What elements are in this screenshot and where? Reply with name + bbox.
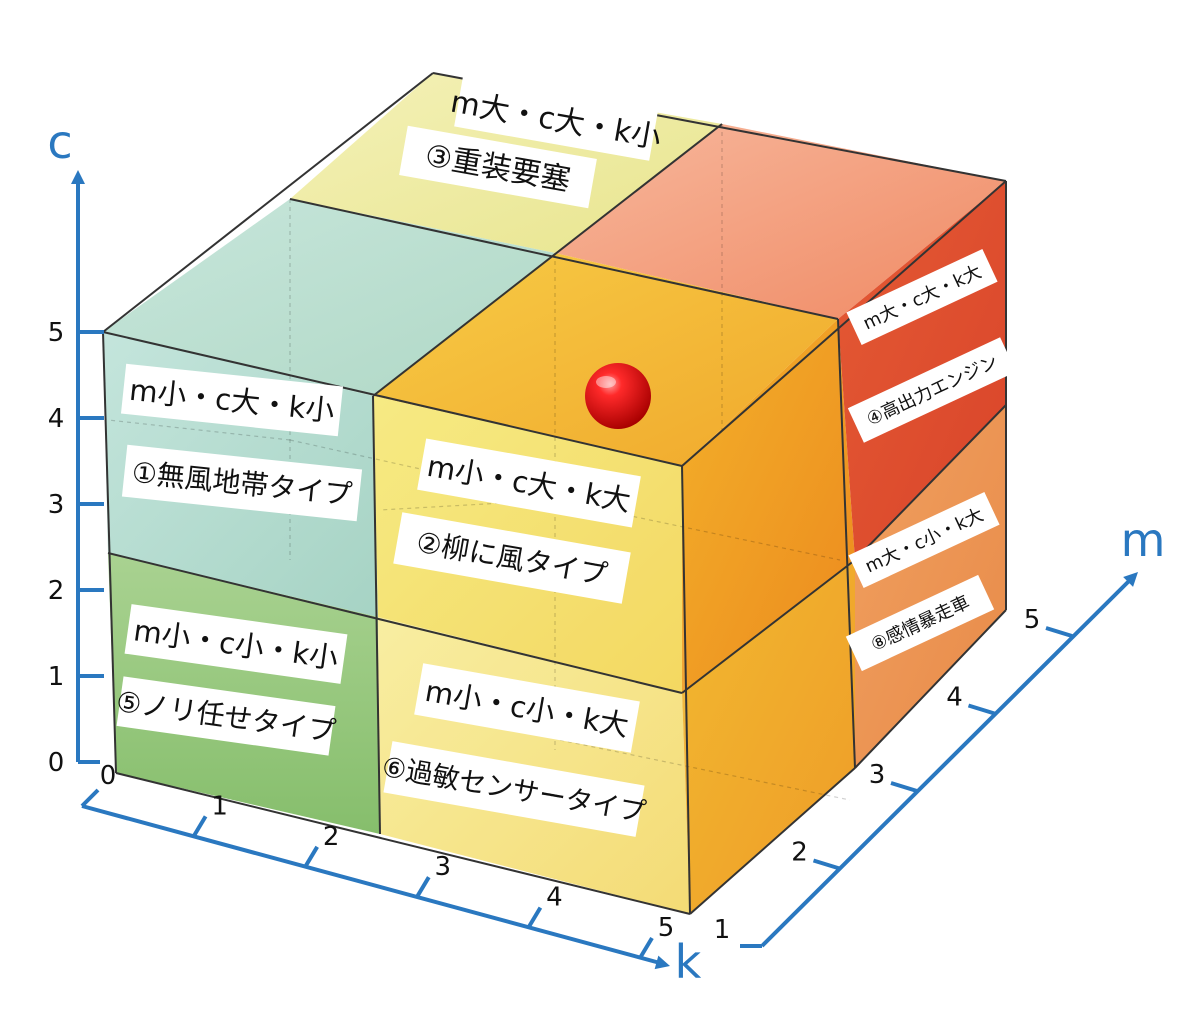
m-axis-name: m [1121, 513, 1166, 567]
k-axis-arrow [654, 955, 670, 970]
top-face-front-left [103, 199, 555, 396]
k-axis-tick-1 [191, 815, 208, 838]
octant-2-name-box [393, 512, 631, 604]
m-axis-label-5: 5 [1024, 605, 1041, 635]
m-axis-label-2: 2 [791, 838, 808, 868]
octant-6-name-box [383, 741, 645, 837]
octant-1-name-box [121, 444, 363, 522]
k-axis-tick-3 [415, 876, 431, 899]
edge-right-mid-vertical [837, 318, 856, 769]
edge-front-mid [107, 552, 683, 694]
c-axis-arrow [71, 170, 85, 184]
k-axis-label-4: 4 [546, 883, 563, 913]
octant-3-condition-box [454, 77, 658, 161]
k-axis-origin-tick [80, 788, 100, 808]
k-axis-label-1: 1 [211, 791, 228, 821]
k-axis-tick-2 [303, 845, 319, 868]
m-axis-line [760, 578, 1132, 948]
octant-4-condition-box [846, 248, 998, 346]
red-marker-ball [585, 363, 651, 429]
m-axis-label-4: 4 [946, 683, 963, 713]
k-axis-name: k [675, 935, 702, 989]
hidden-edge-6 [379, 499, 556, 511]
edge-top-mid [289, 198, 839, 320]
octant-2-condition-box [417, 438, 641, 528]
c-axis-label-0: 0 [48, 748, 65, 778]
edge-right-bottom-back [854, 609, 1007, 769]
edge-right-mid-back [854, 404, 1007, 561]
k-axis-tick-4 [526, 906, 543, 929]
c-axis-label-4: 4 [48, 404, 65, 434]
k-axis-label-2: 2 [323, 822, 340, 852]
edge-front-bottom [115, 772, 691, 915]
marker-highlight [596, 376, 616, 388]
octant-5-condition-box [124, 604, 348, 684]
top-face-back-right [555, 124, 1006, 319]
edge-top-center [372, 123, 723, 397]
k-axis-line [81, 804, 661, 965]
k-axis-tick-5 [638, 936, 654, 960]
octant-5-name-box [116, 676, 336, 756]
c-axis-label-5: 5 [48, 318, 65, 348]
m-axis-arrow [1123, 572, 1138, 587]
c-axis-label-3: 3 [48, 490, 65, 520]
right-face-front-lower [682, 560, 855, 914]
m-axis-tick-4 [967, 703, 996, 716]
hidden-edge-8 [559, 739, 851, 801]
right-face-back-lower [855, 405, 1006, 768]
octant-8-condition-box [848, 491, 1000, 589]
c-axis-name: c [47, 115, 72, 169]
octant-4-name-box [847, 337, 1017, 443]
c-axis-label-2: 2 [48, 576, 65, 606]
c-axis-label-1: 1 [48, 662, 65, 692]
edge-top-front [102, 331, 683, 467]
edge-right-mid-front [681, 559, 856, 694]
edge-right-bottom-front [689, 767, 856, 915]
octant-8-name-box [845, 574, 995, 672]
edge-top-left [102, 72, 434, 333]
hidden-edge-4 [107, 419, 291, 441]
m-axis-tick-5 [1045, 626, 1073, 638]
octant-6-condition-box [414, 663, 640, 753]
m-axis-tick-2 [812, 858, 841, 871]
edge-front-center [372, 395, 381, 835]
k-axis-label-3: 3 [435, 852, 452, 882]
m-axis-label-3: 3 [869, 760, 886, 790]
k-axis-label-5: 5 [658, 913, 675, 943]
m-axis-label-1: 1 [714, 915, 731, 945]
k-axis-label-0: 0 [100, 761, 117, 791]
octant-1-condition-box [120, 363, 344, 437]
edge-top-right [681, 180, 1007, 467]
m-axis-tick-3 [890, 781, 918, 793]
octant-3-name-box [399, 125, 597, 209]
right-face-front-upper [682, 319, 855, 693]
